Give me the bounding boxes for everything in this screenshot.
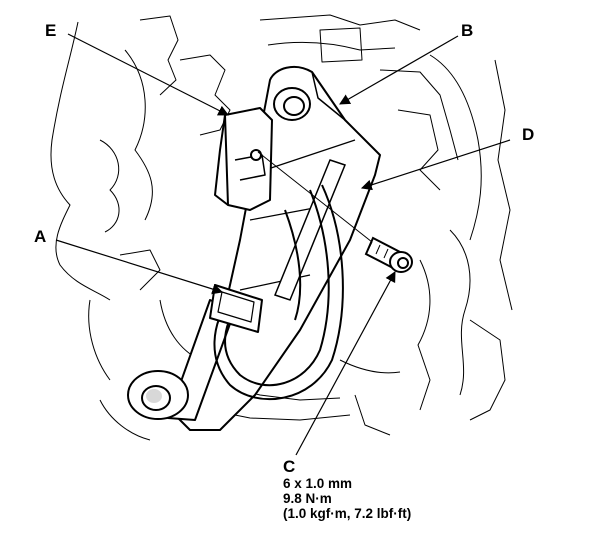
callout-b: B: [461, 21, 474, 40]
callout-e: E: [45, 21, 57, 40]
bolt-c-icon: [364, 236, 413, 273]
leader-b: [339, 35, 459, 105]
leader-c: [295, 271, 396, 456]
hose-d: [213, 184, 344, 400]
callout-leaders: [55, 33, 511, 456]
engine-block-outline: [50, 14, 513, 441]
clip-e: [214, 107, 273, 211]
leader-e2: [257, 151, 373, 243]
bolt-size: 6 x 1.0 mm: [283, 476, 353, 491]
bolt-torque-nm: 9.8 N·m: [283, 491, 332, 506]
leader-e: [67, 33, 229, 116]
leader-d: [360, 139, 511, 191]
arm-slot: [274, 159, 346, 301]
upper-boss: [273, 87, 311, 121]
leader-a: [55, 239, 224, 295]
clip-a: [209, 284, 263, 333]
callout-c: C: [283, 457, 296, 476]
pivot-boss: [127, 370, 189, 420]
bolt-spec: 6 x 1.0 mm 9.8 N·m (1.0 kgf·m, 7.2 lbf·f…: [283, 476, 411, 521]
callout-d: D: [522, 125, 535, 144]
callout-a: A: [34, 227, 47, 246]
bolt-torque-alt: (1.0 kgf·m, 7.2 lbf·ft): [283, 506, 412, 521]
